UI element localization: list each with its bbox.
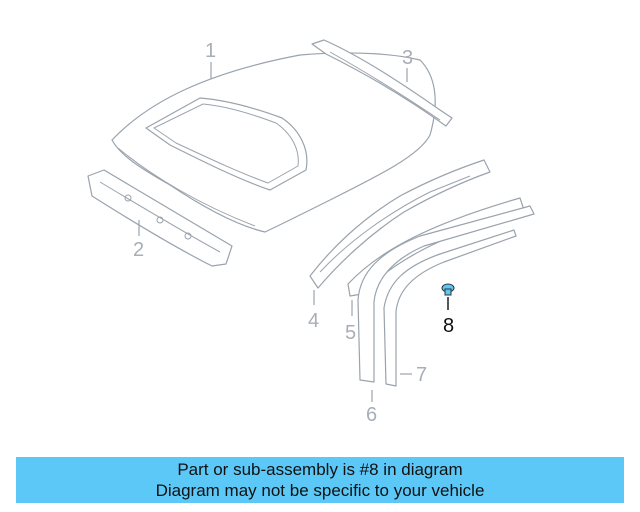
banner-line-1: Part or sub-assembly is #8 in diagram [177,460,463,479]
roof-rail [311,39,453,127]
side-rail [309,159,491,305]
weatherstrip [357,205,535,402]
callout-6: 6 [366,404,377,426]
callout-8: 8 [443,315,454,337]
banner-line-2: Diagram may not be specific to your vehi… [155,481,485,500]
callout-4: 4 [308,310,319,332]
parts-diagram: 1 3 2 4 5 6 7 8 [87,39,535,426]
callout-7: 7 [416,364,427,386]
callout-3: 3 [402,47,413,69]
callout-2: 2 [133,239,144,261]
clip [441,283,455,310]
roof-panel [111,52,436,233]
front-header [87,169,233,267]
callout-1: 1 [205,40,216,62]
info-banner: Part or sub-assembly is #8 in diagram Di… [16,457,624,503]
callout-5: 5 [345,322,356,344]
